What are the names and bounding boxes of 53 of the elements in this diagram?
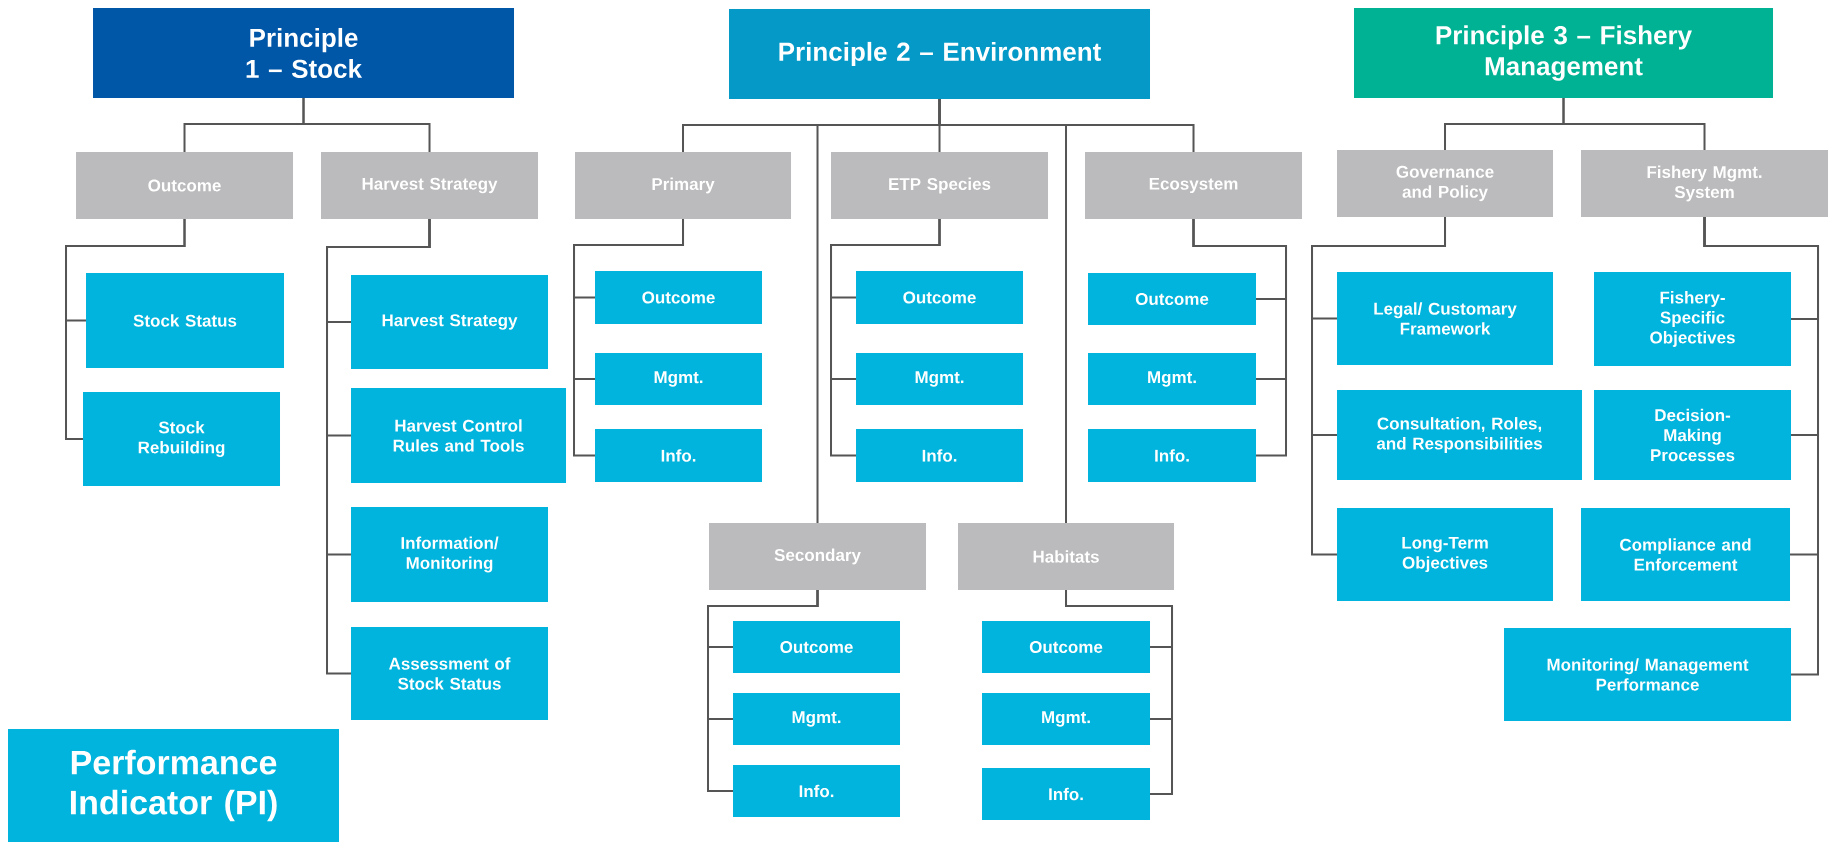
indicator-box: Mgmt. xyxy=(856,353,1023,405)
connector-line xyxy=(573,218,684,457)
connector-line xyxy=(1562,97,1706,151)
category-box: ETP Species xyxy=(831,152,1048,219)
connector-line xyxy=(326,218,431,675)
category-box: Governance and Policy xyxy=(1337,150,1553,217)
indicator-box: Fishery-Specific Objectives xyxy=(1594,272,1791,366)
indicator-box: Outcome xyxy=(982,621,1150,673)
indicator-box: Information/ Monitoring xyxy=(351,507,548,602)
indicator-box: Stock Status xyxy=(86,273,284,368)
category-box: Habitats xyxy=(958,523,1174,590)
indicator-box: Info. xyxy=(856,429,1023,482)
connector-line xyxy=(830,218,941,457)
connector-line xyxy=(1311,216,1446,556)
indicator-box: Long-Term Objectives xyxy=(1337,508,1553,601)
indicator-box: Info. xyxy=(733,765,900,817)
indicator-box: Harvest Strategy xyxy=(351,275,548,369)
connector-line xyxy=(1065,589,1173,795)
indicator-box: Mgmt. xyxy=(982,693,1150,745)
indicator-box: Decision-Making Processes xyxy=(1594,390,1791,480)
indicator-box: Outcome xyxy=(1088,273,1256,325)
principle-box: Principle 1 – Stock xyxy=(93,8,514,98)
connector-line xyxy=(707,589,819,792)
indicator-box: Info. xyxy=(1088,429,1256,482)
category-box: Outcome xyxy=(76,152,293,219)
indicator-box: Mgmt. xyxy=(1088,353,1256,405)
principle-box: Principle 3 – Fishery Management xyxy=(1354,8,1773,98)
indicator-box: Assessment of Stock Status xyxy=(351,627,548,720)
key-box: Performance Indicator (PI) xyxy=(8,729,339,842)
indicator-box: Harvest Control Rules and Tools xyxy=(351,388,566,483)
indicator-box: Mgmt. xyxy=(733,693,900,745)
connector-line xyxy=(1703,216,1819,676)
indicator-box: Legal/ Customary Framework xyxy=(1337,272,1553,365)
indicator-box: Info. xyxy=(982,768,1150,820)
indicator-box: Info. xyxy=(595,429,762,482)
category-box: Harvest Strategy xyxy=(321,152,538,219)
connector-line xyxy=(1192,218,1287,457)
connector-line xyxy=(302,97,431,153)
connector-line xyxy=(938,98,1067,524)
indicator-box: Consultation, Roles, and Responsibilities xyxy=(1337,390,1582,480)
connector-line xyxy=(65,218,186,440)
category-box: Primary xyxy=(575,152,791,219)
category-box: Secondary xyxy=(709,523,926,590)
indicator-box: Monitoring/ Management Performance xyxy=(1504,628,1791,721)
indicator-box: Stock Rebuilding xyxy=(83,392,280,486)
indicator-box: Outcome xyxy=(733,621,900,673)
category-box: Fishery Mgmt. System xyxy=(1581,150,1828,217)
indicator-box: Mgmt. xyxy=(595,353,762,405)
principle-box: Principle 2 – Environment xyxy=(729,9,1150,99)
indicator-box: Outcome xyxy=(595,271,762,324)
indicator-box: Outcome xyxy=(856,271,1023,324)
category-box: Ecosystem xyxy=(1085,152,1302,219)
indicator-box: Compliance and Enforcement xyxy=(1581,508,1790,601)
